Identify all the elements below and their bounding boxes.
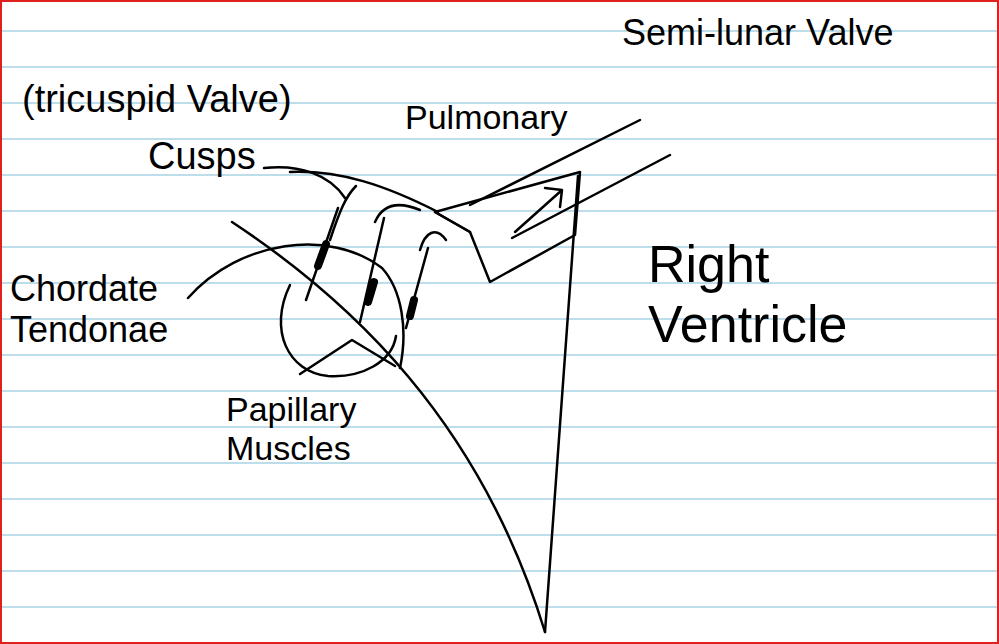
- part-label: Papillary Muscles: [226, 390, 356, 468]
- flow-arrow: [515, 188, 562, 232]
- papillary-muscle: [281, 285, 396, 376]
- papillary-muscle: [300, 340, 395, 374]
- part-label: Chordate Tendonae: [10, 268, 168, 351]
- tricuspid-cusp: [375, 205, 420, 222]
- part-label: Pulmonary: [405, 98, 568, 137]
- pulmonary-artery-line: [512, 155, 670, 238]
- valve-label: (tricuspid Valve): [22, 78, 292, 122]
- chorda-thickening: [318, 244, 326, 266]
- ruled-lines: [0, 31, 999, 607]
- tricuspid-cusp: [290, 172, 438, 212]
- chorda-thickening: [410, 300, 414, 316]
- chorda-thickening: [368, 282, 374, 302]
- chorda-tendinea: [406, 248, 428, 328]
- tricuspid-cusp: [330, 186, 356, 240]
- pulmonary-trunk: [435, 212, 470, 232]
- part-label: Cusps: [148, 135, 256, 179]
- ventricle-wall: [545, 176, 578, 632]
- part-label: Semi-lunar Valve: [622, 12, 893, 53]
- chamber-label: Right Ventricle: [648, 235, 847, 355]
- chorda-tendinea: [360, 218, 384, 322]
- tricuspid-cusp: [420, 232, 446, 250]
- chordae-leader: [188, 245, 403, 368]
- pulmonary-trunk: [435, 172, 580, 282]
- chorda-tendinea: [306, 208, 338, 300]
